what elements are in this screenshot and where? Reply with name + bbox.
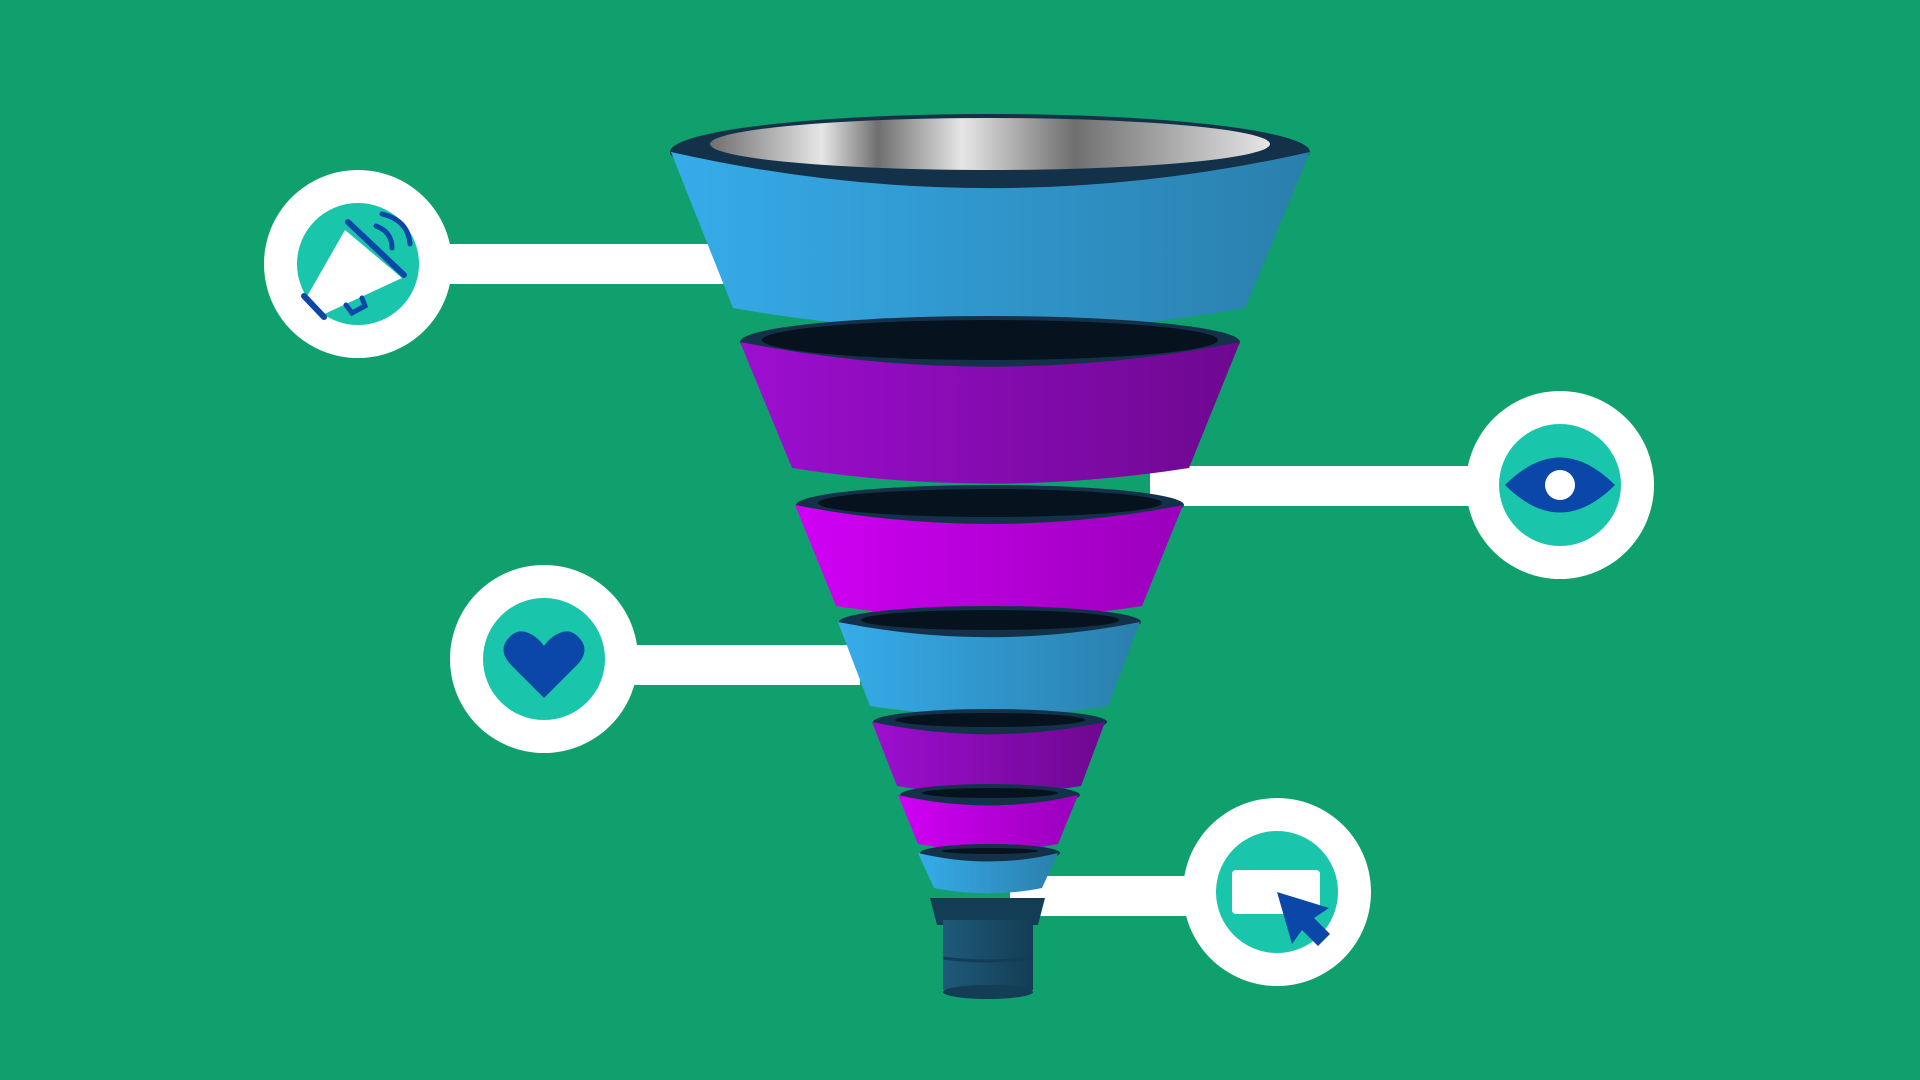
badges bbox=[264, 170, 1654, 986]
badge-desire bbox=[450, 565, 638, 753]
funnel-stage-7 bbox=[918, 844, 1060, 894]
connector-desire bbox=[600, 645, 860, 685]
funnel-stage-4 bbox=[838, 606, 1141, 716]
badge-awareness bbox=[264, 170, 452, 358]
megaphone-icon bbox=[301, 211, 413, 320]
funnel-stage-6 bbox=[898, 784, 1080, 851]
funnel-stage-5 bbox=[872, 709, 1107, 794]
funnel-spout bbox=[930, 898, 1045, 999]
connector-awareness bbox=[420, 244, 730, 284]
badge-action bbox=[1183, 798, 1371, 986]
eye-icon bbox=[1505, 457, 1615, 513]
connector-lines bbox=[420, 244, 1550, 916]
badge-interest bbox=[1466, 391, 1654, 579]
funnel-stage-1 bbox=[670, 114, 1310, 331]
heart-icon bbox=[503, 631, 585, 698]
cursor-click-icon bbox=[1232, 870, 1330, 946]
funnel-stage-2 bbox=[740, 316, 1240, 484]
funnel bbox=[670, 114, 1310, 999]
funnel-stage-3 bbox=[795, 485, 1184, 618]
